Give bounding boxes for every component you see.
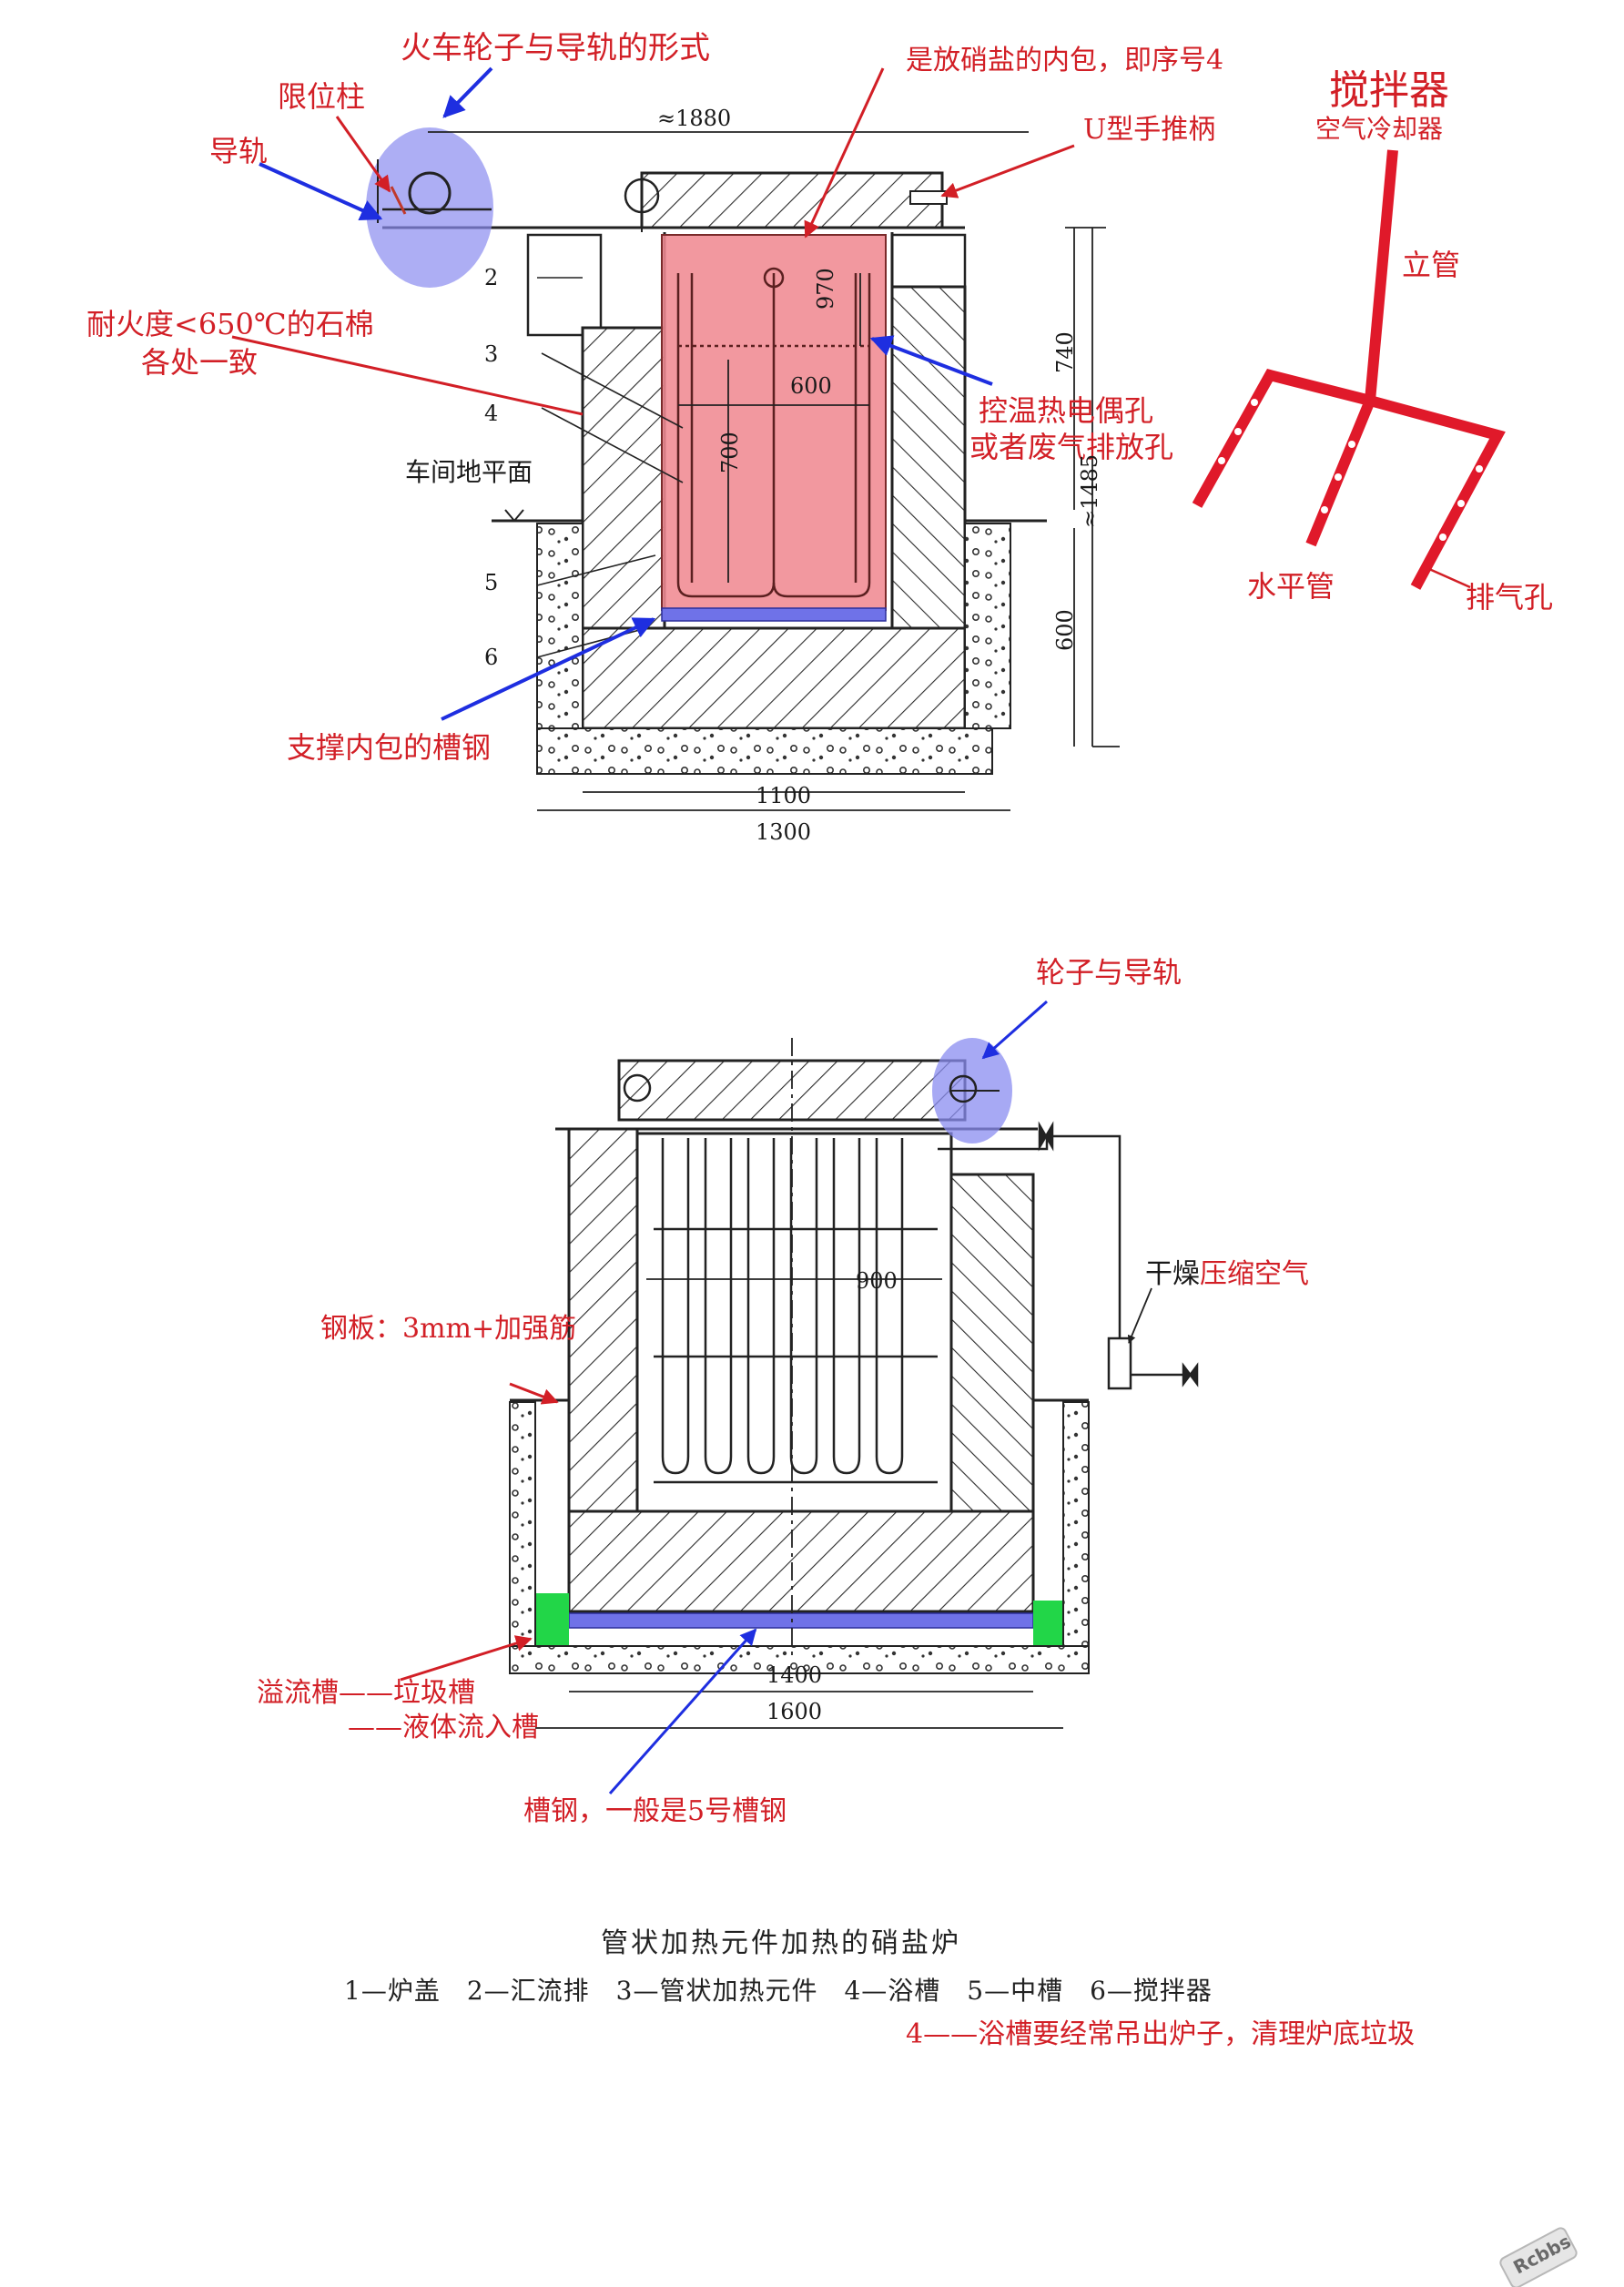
top-furnace-drawing (366, 127, 1120, 811)
dim-lower-height: 600 (1052, 609, 1078, 651)
arrow-overflow (400, 1635, 533, 1682)
arrow-steel-plate (509, 1382, 559, 1405)
label-asbestos-line1: 耐火度<650℃的石棉 (86, 307, 374, 341)
dim-top-width: ≈1880 (657, 106, 732, 131)
dim-tube-length: 700 (717, 432, 743, 473)
dim-inner-width: 600 (790, 373, 832, 399)
label-vertical-pipe: 立管 (1402, 248, 1461, 282)
label-u-handle: U型手推柄 (1083, 114, 1216, 146)
part-number-2: 2 (484, 265, 499, 290)
bottom-inner-tank (635, 1132, 953, 1513)
top-furnace-cover (640, 171, 944, 229)
arrow-bottom-wheel (981, 1000, 1048, 1060)
arrow-u-handle (940, 144, 1075, 198)
bottom-left-wall (567, 1127, 639, 1513)
caption-title: 管状加热元件加热的硝盐炉 (601, 1927, 961, 1959)
dim-inner-depth: 970 (813, 268, 838, 310)
label-rail: 导轨 (209, 134, 269, 168)
label-inner-pot: 是放硝盐的内包，即序号4 (906, 45, 1224, 76)
bottom-gravel-bed (509, 1645, 1090, 1674)
top-pit-left (536, 523, 584, 729)
stirrer-vent-holes (1218, 399, 1483, 541)
part-number-4: 4 (484, 401, 499, 426)
bottom-right-wall (949, 1173, 1035, 1513)
label-channel-support: 支撑内包的槽钢 (287, 730, 492, 765)
dim-bottom-pit-width: 1400 (766, 1662, 823, 1688)
top-busbar-left (526, 233, 603, 337)
part-number-5: 5 (484, 570, 499, 595)
dim-bottom-inner-width: 900 (856, 1268, 898, 1294)
top-right-wall (890, 285, 967, 639)
dim-upper-height: 740 (1052, 331, 1078, 373)
dim-bottom-outer-width: 1600 (766, 1699, 823, 1724)
arrow-thermocouple (869, 335, 993, 386)
label-overflow-line1: 溢流槽——垃圾槽 (257, 1677, 475, 1709)
label-asbestos-line2: 各处一致 (141, 345, 259, 380)
bottom-heating-tubes (654, 1138, 938, 1484)
top-base-block (581, 626, 967, 730)
label-floor-level: 车间地平面 (405, 457, 533, 487)
label-stirrer-title: 搅拌器 (1329, 67, 1449, 114)
bottom-channel-steel (568, 1612, 1034, 1629)
dim-total-height: ≈1485 (1077, 453, 1102, 528)
arrow-wheel-rail (442, 66, 493, 118)
stirrer-drawing (1192, 149, 1506, 590)
label-channel-steel: 槽钢，一般是5号槽钢 (523, 1795, 787, 1827)
arrow-inner-pot (804, 67, 885, 239)
label-steel-plate: 钢板：3mm+加强筋 (320, 1313, 577, 1345)
caption-note: 4——浴槽要经常吊出炉子，清理炉底垃圾 (906, 2018, 1416, 2050)
label-thermocouple-line1: 控温热电偶孔 (979, 393, 1154, 428)
overflow-channel-left (535, 1593, 569, 1646)
part-number-6: 6 (484, 645, 499, 670)
top-wheel-rail-highlight (366, 127, 493, 288)
arrow-bottom-channel (608, 1628, 757, 1794)
label-dry-compressed-air: 干燥压缩空气 (1145, 1258, 1309, 1290)
top-left-wall (581, 326, 666, 639)
bottom-furnace-drawing (509, 1038, 1199, 1729)
arrow-rail (259, 162, 383, 221)
top-gravel-bed (536, 727, 993, 775)
arrow-limit-post (335, 116, 391, 193)
arrow-channel-support (441, 617, 656, 721)
top-channel-steel (661, 607, 887, 622)
line-asbestos (231, 335, 584, 416)
label-thermocouple-line2: 或者废气排放孔 (969, 430, 1174, 464)
label-overflow-line2: ——液体流入槽 (348, 1712, 539, 1743)
caption-legend: 1—炉盖 2—汇流排 3—管状加热元件 4—浴槽 5—中槽 6—搅拌器 (344, 1976, 1213, 2006)
watermark-badge (1499, 2227, 1578, 2287)
label-bottom-wheel-rail: 轮子与导轨 (1036, 955, 1182, 990)
dim-pit-width: 1100 (756, 783, 812, 808)
label-stirrer-subtitle: 空气冷却器 (1315, 114, 1444, 144)
overflow-channel-right (1033, 1601, 1063, 1646)
label-vent-hole: 排气孔 (1466, 580, 1554, 615)
top-pit-right (964, 523, 1011, 729)
bottom-base-block (567, 1509, 1035, 1613)
label-horizontal-pipe: 水平管 (1247, 569, 1335, 604)
dim-outer-width: 1300 (756, 819, 812, 845)
label-wheel-rail: 火车轮子与导轨的形式 (401, 30, 710, 66)
label-limit-post: 限位柱 (278, 79, 366, 114)
part-number-3: 3 (484, 341, 499, 367)
